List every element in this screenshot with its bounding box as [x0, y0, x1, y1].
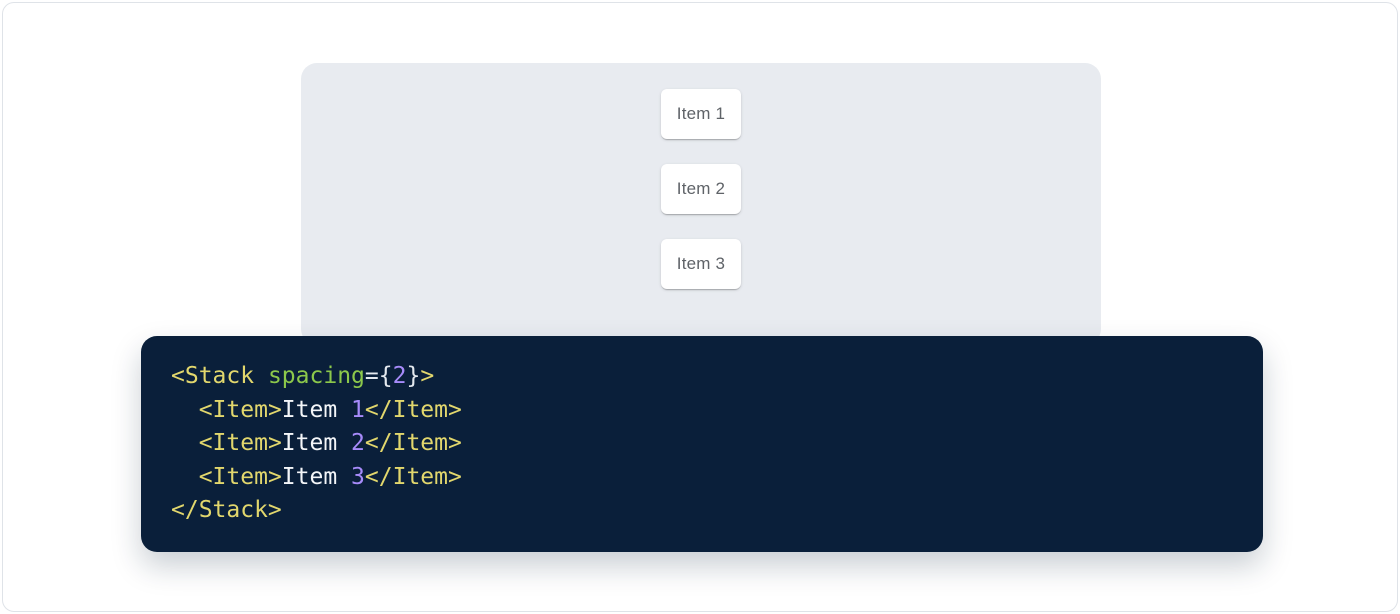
code-line: <Item>Item 2</Item> [171, 427, 1233, 461]
stack-item-card: Item 3 [661, 239, 741, 289]
code-line: <Stack spacing={2}> [171, 360, 1233, 394]
code-token-num: 1 [351, 396, 365, 423]
code-token-plain: Item [281, 463, 352, 490]
code-token-num: 3 [351, 463, 365, 490]
code-token-tag: </Item> [364, 396, 462, 423]
code-token-tag: <Stack [171, 363, 255, 389]
code-token-tag: <Item> [198, 463, 282, 490]
code-token-num: 2 [392, 363, 407, 389]
code-line: </Stack> [171, 494, 1233, 528]
code-token-num: 2 [351, 430, 365, 457]
code-token-attr: spacing [267, 363, 365, 389]
code-token-plain [171, 464, 199, 490]
code-token-punct: } [406, 363, 421, 389]
code-token-punct: = [364, 363, 379, 389]
code-token-plain [171, 397, 199, 423]
stack-container: Item 1 Item 2 Item 3 [301, 89, 1101, 289]
code-line: <Item>Item 1</Item> [171, 394, 1233, 428]
code-token-plain: Item [281, 430, 352, 457]
code-token-tag: </Stack> [171, 497, 282, 524]
code-token-plain [254, 363, 268, 389]
stack-demo-panel: Item 1 Item 2 Item 3 [301, 63, 1101, 345]
code-block: <Stack spacing={2}> <Item>Item 1</Item> … [141, 336, 1263, 552]
code-token-tag: > [420, 363, 435, 389]
code-token-punct: { [378, 363, 393, 389]
code-line: <Item>Item 3</Item> [171, 461, 1233, 495]
stack-item-card: Item 1 [661, 89, 741, 139]
code-token-tag: </Item> [364, 430, 462, 457]
stack-item-label: Item 3 [676, 254, 726, 273]
code-token-plain [171, 430, 199, 456]
code-token-plain: Item [281, 396, 352, 423]
stack-item-card: Item 2 [661, 164, 741, 214]
code-content: <Stack spacing={2}> <Item>Item 1</Item> … [171, 360, 1233, 528]
stack-item-label: Item 2 [676, 179, 726, 198]
code-token-tag: <Item> [198, 396, 282, 423]
code-token-tag: <Item> [198, 430, 282, 457]
code-token-tag: </Item> [364, 463, 462, 490]
stack-item-label: Item 1 [676, 104, 726, 123]
